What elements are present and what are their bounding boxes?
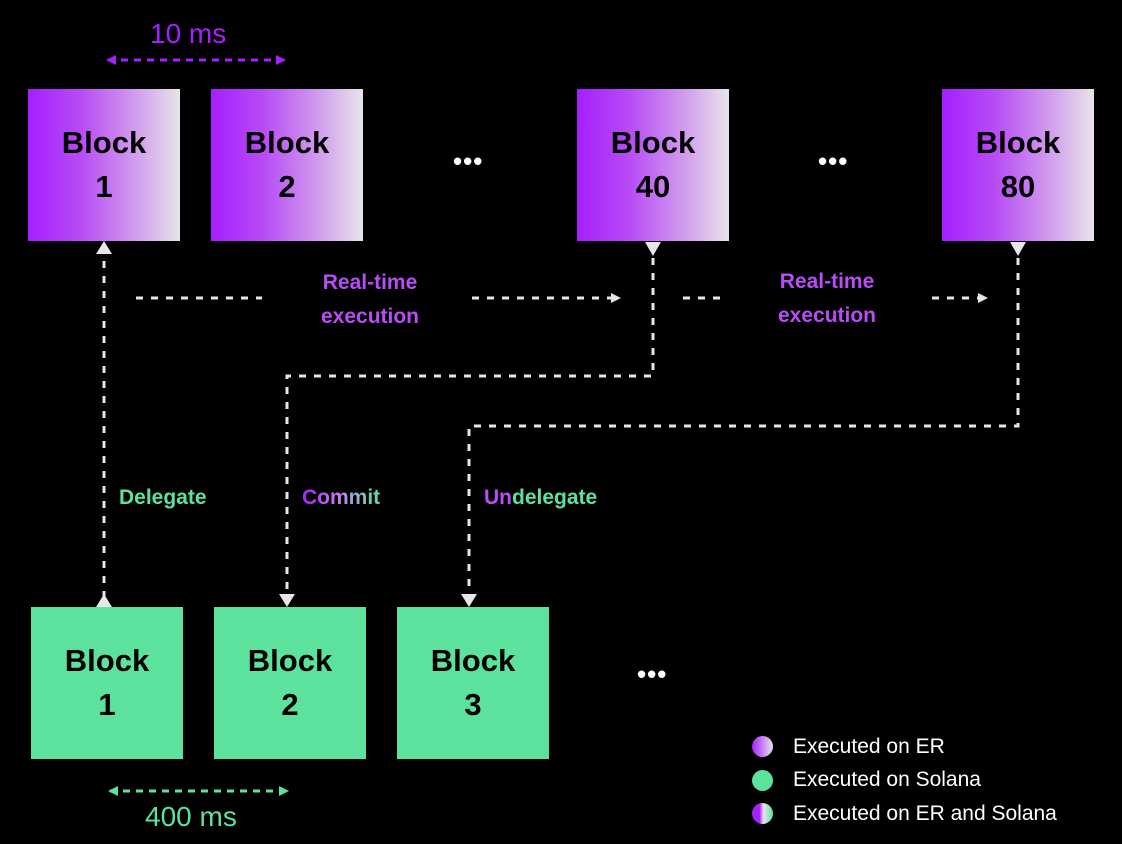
solana-block-1: Block 1 <box>31 607 183 759</box>
er-block-number: 40 <box>635 169 671 204</box>
legend-item-solana: Executed on Solana <box>752 764 1057 798</box>
er-ellipsis-2: ••• <box>818 146 849 176</box>
er-interval-label: 10 ms <box>150 18 227 49</box>
legend-solana-dot <box>752 769 773 791</box>
solana-block-number: 1 <box>98 687 116 722</box>
legend-item-both: Executed on ER and Solana <box>752 797 1057 831</box>
er-block-title: Block <box>975 125 1061 160</box>
commit-connector <box>285 258 655 598</box>
realtime-label-line2: execution <box>777 304 877 327</box>
delegate-label: Delegate <box>119 486 207 509</box>
er-block-40: Block 40 <box>577 89 729 241</box>
legend-label: Executed on Solana <box>793 768 981 792</box>
er-block-80: Block 80 <box>942 89 1094 241</box>
solana-block-title: Block <box>430 643 516 678</box>
delegate-arrowhead-top <box>96 241 112 254</box>
undelegate-arrowhead-bottom <box>461 594 477 607</box>
solana-block-title: Block <box>64 643 150 678</box>
er-block-title: Block <box>244 125 330 160</box>
undelegate-arrowhead-top <box>1010 242 1026 256</box>
commit-arrowhead-bottom <box>279 594 295 607</box>
solana-block-number: 2 <box>281 687 299 722</box>
undelegate-label: Undelegate <box>484 481 597 515</box>
undelegate-label-prefix: Un <box>484 486 512 509</box>
realtime-label-line2: execution <box>320 305 420 328</box>
realtime-label-2: Real-time execution <box>747 265 907 333</box>
er-block-title: Block <box>610 125 696 160</box>
legend: Executed on ER Executed on Solana Execut… <box>752 730 1057 831</box>
legend-item-er: Executed on ER <box>752 730 1057 764</box>
realtime-label-line1: Real-time <box>322 271 418 294</box>
solana-block-3: Block 3 <box>397 607 549 759</box>
solana-block-title: Block <box>247 643 333 678</box>
realtime-label-line1: Real-time <box>779 270 875 293</box>
er-ellipsis-1: ••• <box>453 146 484 176</box>
er-block-number: 1 <box>95 169 113 204</box>
solana-block-2: Block 2 <box>214 607 366 759</box>
er-block-2: Block 2 <box>211 89 363 241</box>
commit-arrowhead-top <box>645 242 661 256</box>
legend-both-dot <box>752 803 773 825</box>
undelegate-label-suffix: delegate <box>512 486 598 509</box>
solana-interval-label: 400 ms <box>145 801 237 832</box>
er-block-title: Block <box>61 125 147 160</box>
legend-label: Executed on ER <box>793 734 945 758</box>
legend-label: Executed on ER and Solana <box>793 801 1057 825</box>
commit-label: Commit <box>302 481 380 515</box>
solana-block-number: 3 <box>464 687 482 722</box>
er-block-number: 80 <box>1000 169 1036 204</box>
er-block-number: 2 <box>278 169 296 204</box>
legend-er-dot <box>752 736 773 758</box>
er-block-1: Block 1 <box>28 89 180 241</box>
commit-label-text: Commit <box>302 486 381 509</box>
delegate-arrowhead-bottom <box>96 594 112 607</box>
undelegate-connector <box>467 258 1020 598</box>
solana-ellipsis: ••• <box>637 659 668 689</box>
realtime-label-1: Real-time execution <box>290 266 450 334</box>
